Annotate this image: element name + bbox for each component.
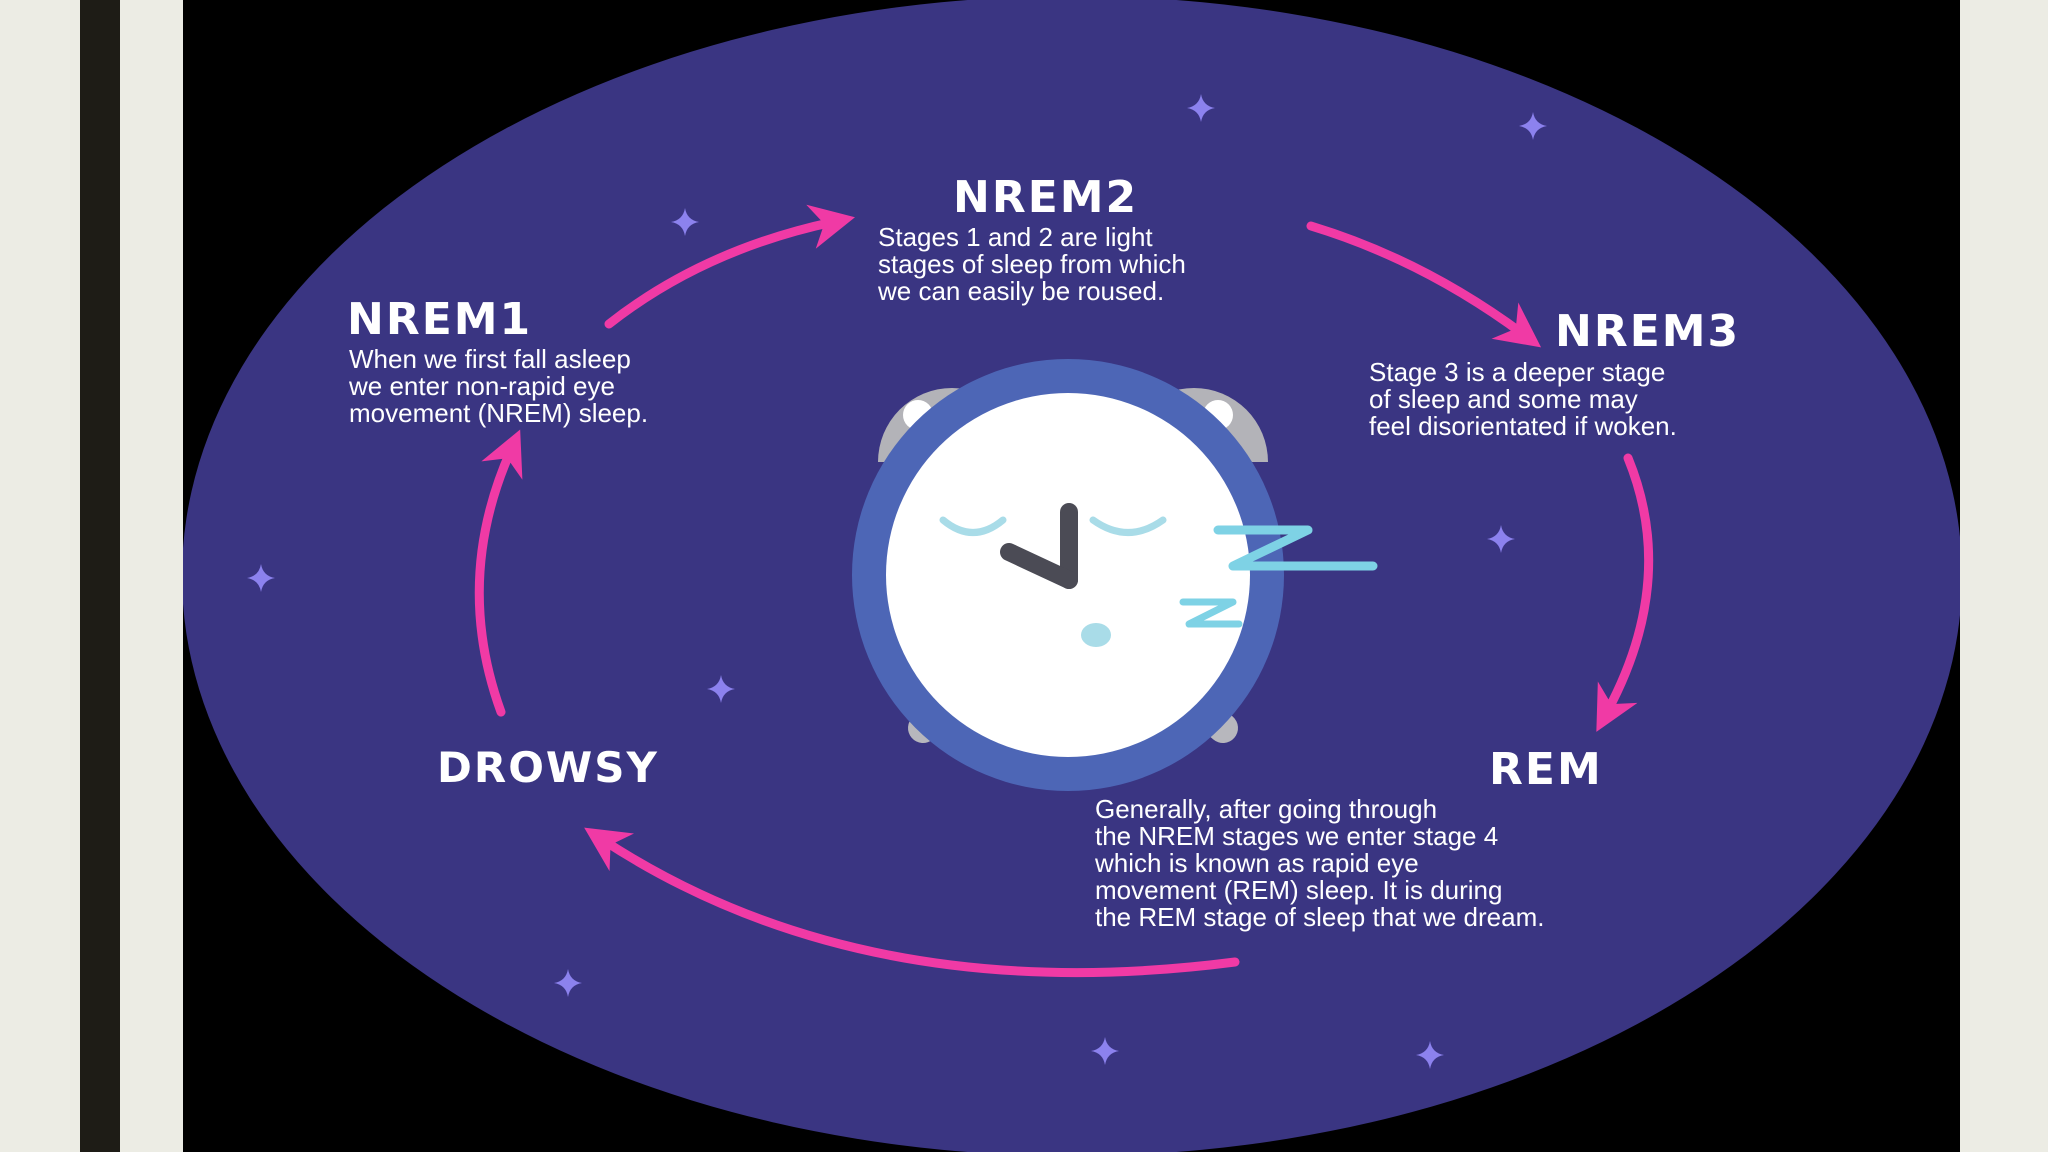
- arrow-nrem1-to-nrem2: [604, 204, 855, 329]
- arrow-nrem3-to-rem: [1596, 453, 1654, 732]
- stage-description-nrem2: Stages 1 and 2 are light stages of sleep…: [878, 224, 1186, 305]
- stage-description-nrem3: Stage 3 is a deeper stage of sleep and s…: [1369, 359, 1677, 440]
- description-line: movement (NREM) sleep.: [349, 398, 649, 428]
- stage-title-nrem1: NREM1: [347, 294, 533, 345]
- description-line: Generally, after going through: [1095, 794, 1438, 824]
- sparkle-star-icon: [554, 969, 582, 997]
- description-line: of sleep and some may: [1369, 384, 1638, 414]
- description-line: we can easily be roused.: [878, 276, 1165, 306]
- arrow-nrem2-to-nrem3: [1306, 221, 1542, 348]
- sleep-cycle-diagram: NREM2 Stages 1 and 2 are light stages of…: [183, 0, 1960, 1152]
- description-line: the NREM stages we enter stage 4: [1095, 821, 1499, 851]
- stage-title-nrem2: NREM2: [953, 172, 1139, 223]
- description-line: feel disorientated if woken.: [1369, 411, 1677, 441]
- sparkle-star-icon: [1091, 1037, 1119, 1065]
- description-line: Stage 3 is a deeper stage: [1369, 357, 1666, 387]
- slide-side-bar: [80, 0, 120, 1152]
- description-line: When we first fall asleep: [349, 344, 631, 374]
- description-line: which is known as rapid eye: [1095, 848, 1419, 878]
- sparkle-star-icons: [247, 94, 1547, 1069]
- stage-description-nrem1: When we first fall asleep we enter non-r…: [349, 346, 648, 427]
- arrow-drowsy-to-nrem1: [474, 429, 523, 717]
- sleeping-alarm-clock-icon: [852, 359, 1378, 791]
- diagram-graphics: [183, 0, 1960, 1152]
- sparkle-star-icon: [707, 675, 735, 703]
- description-line: the REM stage of sleep that we dream.: [1095, 902, 1545, 932]
- stage-title-rem: REM: [1489, 744, 1603, 795]
- arrow-rem-to-drowsy: [584, 827, 1240, 978]
- stage-title-drowsy: DROWSY: [437, 743, 659, 792]
- description-line: Stages 1 and 2 are light: [878, 222, 1153, 252]
- sparkle-star-icon: [1519, 112, 1547, 140]
- description-line: we enter non-rapid eye: [349, 371, 615, 401]
- cycle-arrows: [474, 204, 1654, 978]
- description-line: stages of sleep from which: [878, 249, 1186, 279]
- description-line: movement (REM) sleep. It is during: [1095, 875, 1503, 905]
- sparkle-star-icon: [671, 208, 699, 236]
- sparkle-star-icon: [1487, 525, 1515, 553]
- sparkle-star-icon: [1416, 1041, 1444, 1069]
- stage-title-nrem3: NREM3: [1555, 306, 1741, 357]
- sparkle-star-icon: [1187, 94, 1215, 122]
- sparkle-star-icon: [247, 564, 275, 592]
- stage-description-rem: Generally, after going through the NREM …: [1095, 796, 1544, 931]
